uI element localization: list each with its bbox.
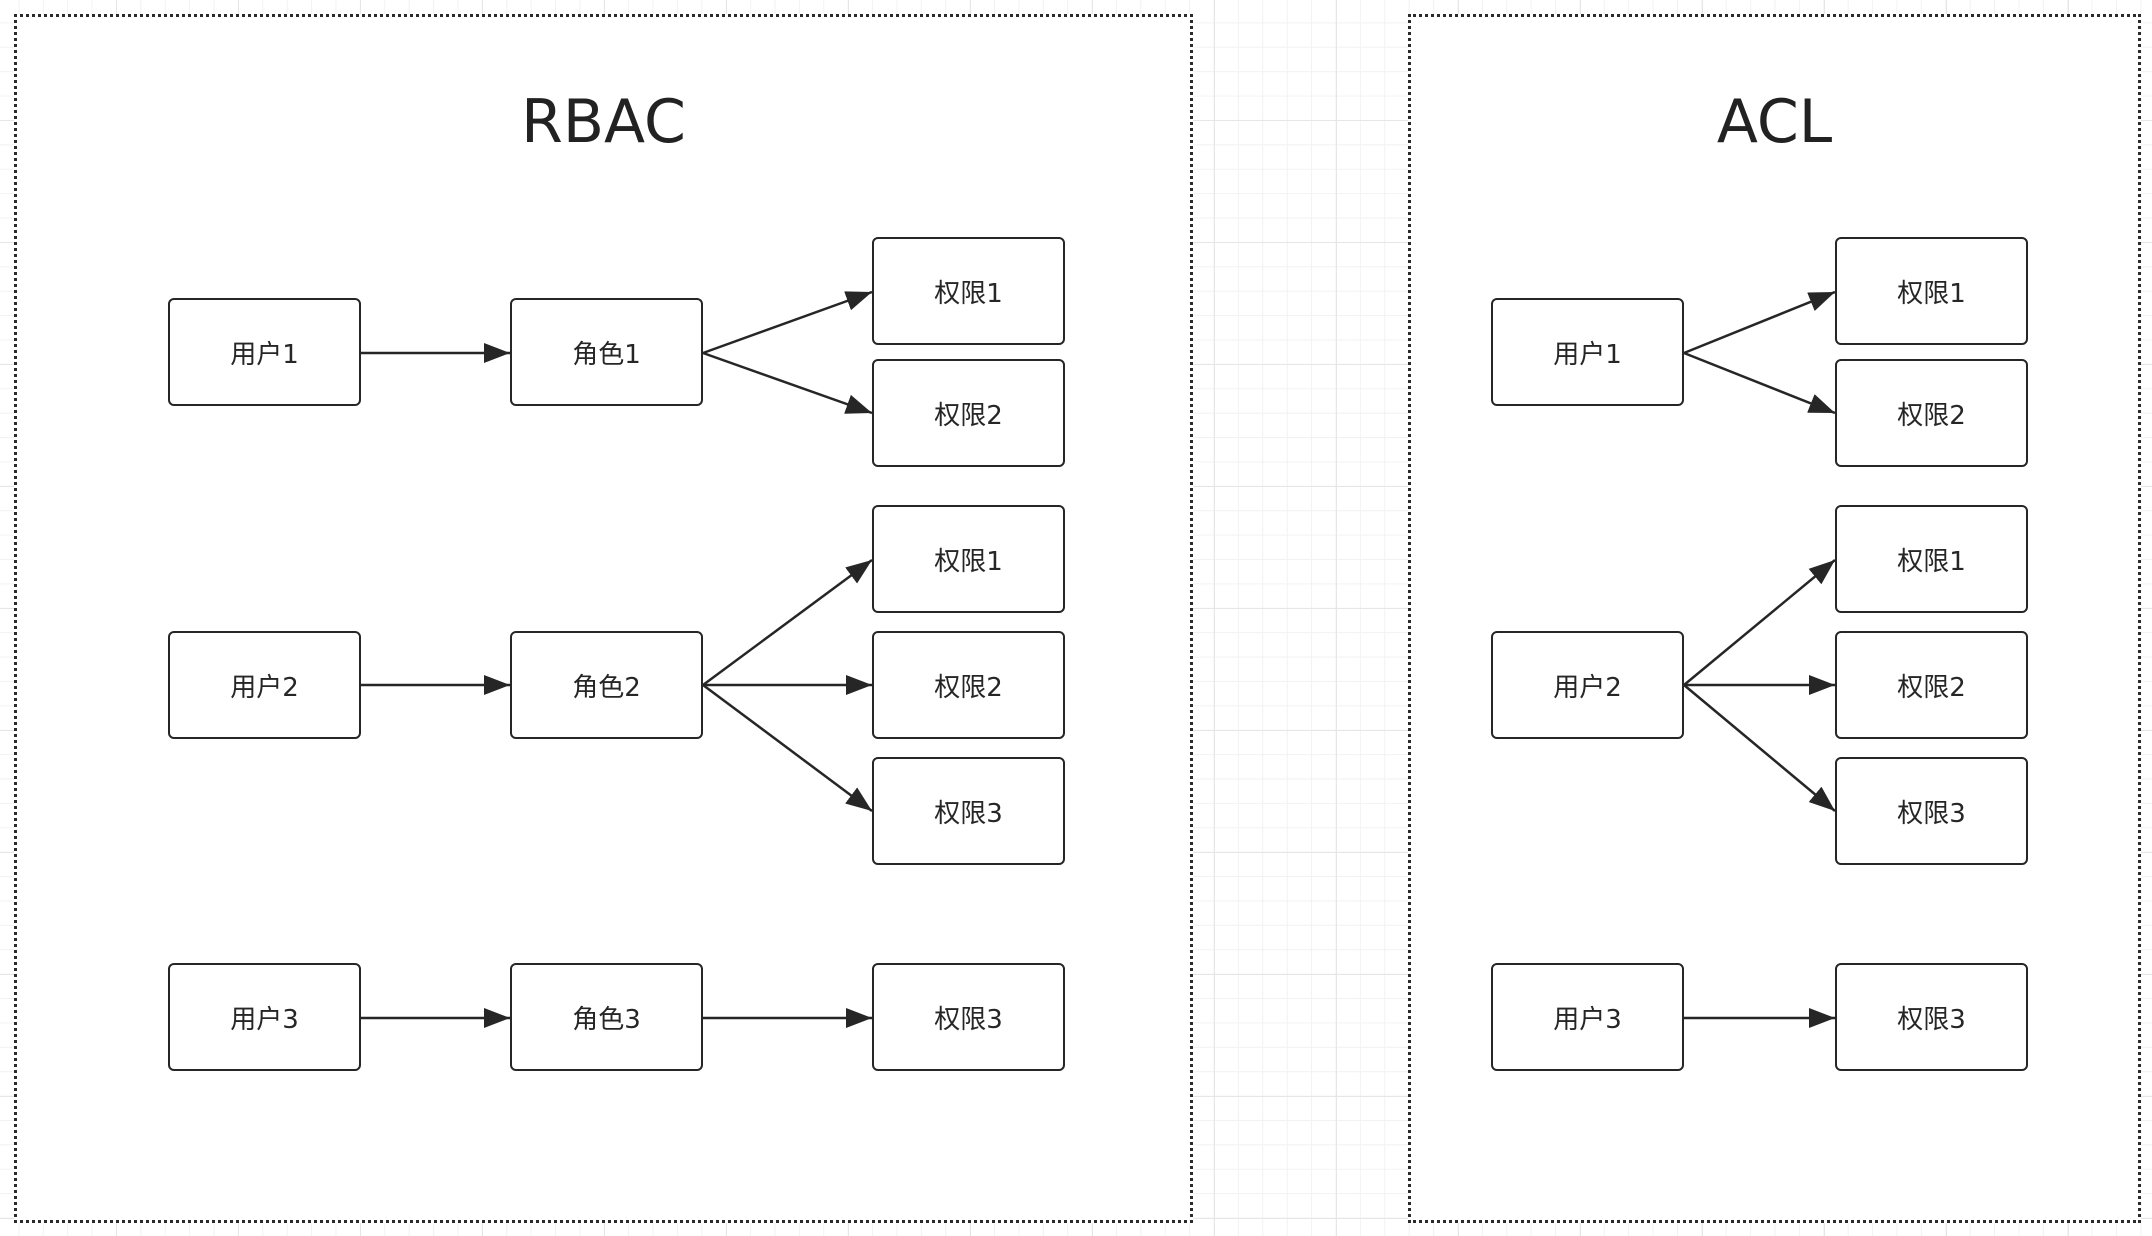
acl-permission-3-3[interactable]: 权限3 <box>1835 963 2028 1071</box>
rbac-permission-1-1[interactable]: 权限1 <box>872 237 1065 345</box>
acl-user-2[interactable]: 用户2 <box>1491 631 1684 739</box>
rbac-permission-2-2[interactable]: 权限2 <box>872 631 1065 739</box>
rbac-role-1[interactable]: 角色1 <box>510 298 703 406</box>
acl-permission-1-1[interactable]: 权限1 <box>1835 237 2028 345</box>
acl-permission-2-1[interactable]: 权限1 <box>1835 505 2028 613</box>
acl-permission-2-2[interactable]: 权限2 <box>1835 631 2028 739</box>
acl-permission-1-2[interactable]: 权限2 <box>1835 359 2028 467</box>
rbac-user-1[interactable]: 用户1 <box>168 298 361 406</box>
acl-user-1[interactable]: 用户1 <box>1491 298 1684 406</box>
rbac-role-3[interactable]: 角色3 <box>510 963 703 1071</box>
rbac-title: RBAC <box>521 87 686 157</box>
rbac-permission-1-2[interactable]: 权限2 <box>872 359 1065 467</box>
acl-user-3[interactable]: 用户3 <box>1491 963 1684 1071</box>
rbac-user-3[interactable]: 用户3 <box>168 963 361 1071</box>
rbac-permission-2-3[interactable]: 权限3 <box>872 757 1065 865</box>
rbac-role-2[interactable]: 角色2 <box>510 631 703 739</box>
acl-permission-2-3[interactable]: 权限3 <box>1835 757 2028 865</box>
rbac-permission-2-1[interactable]: 权限1 <box>872 505 1065 613</box>
acl-title: ACL <box>1716 87 1833 157</box>
rbac-permission-3-3[interactable]: 权限3 <box>872 963 1065 1071</box>
rbac-user-2[interactable]: 用户2 <box>168 631 361 739</box>
